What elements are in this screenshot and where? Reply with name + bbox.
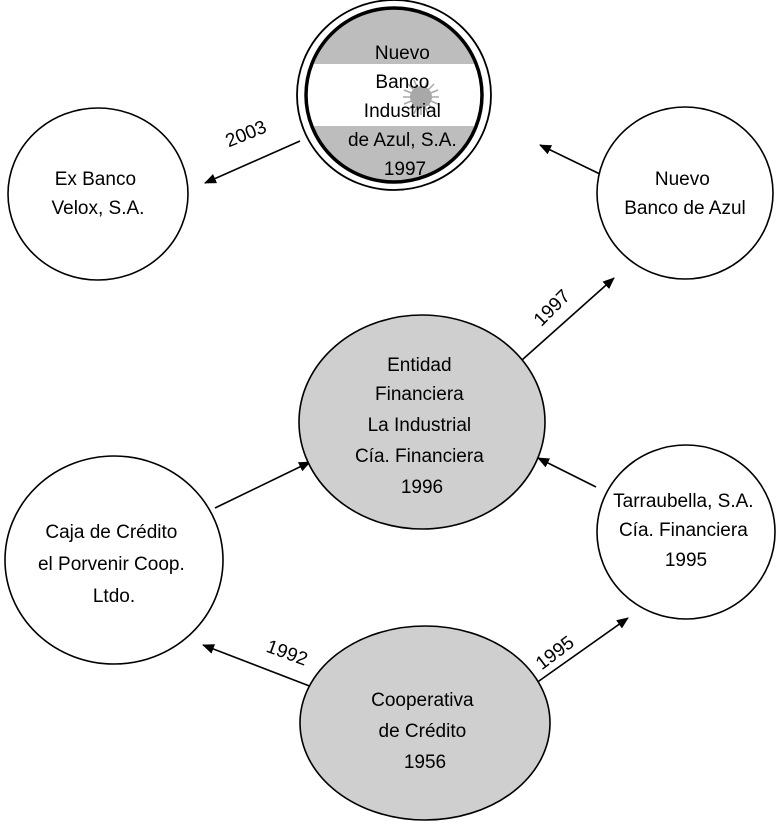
node-nuevo-banco-industrial: Nuevo Banco Industrial de Azul, S.A. 199… xyxy=(296,0,492,191)
edge-label-1992: 1992 xyxy=(263,636,310,670)
node-line: La Industrial xyxy=(368,415,472,436)
edge-tarraubella-to-entidad xyxy=(537,457,597,488)
node-line: 1997 xyxy=(384,159,426,180)
node-line: Ex Banco xyxy=(55,169,136,190)
node-line: Cooperativa xyxy=(371,690,474,711)
node-line: de Azul, S.A. xyxy=(348,130,457,151)
node-tarraubella: Tarraubella, S.A. Cía. Financiera 1995 xyxy=(596,444,776,620)
node-line: Banco de Azul xyxy=(624,198,745,219)
svg-text:Ex Banco Velox, S.A.: Ex Banco Velox, S.A. xyxy=(52,169,145,219)
node-cooperativa: Cooperativa de Crédito 1956 xyxy=(299,625,551,821)
svg-text:Cooperativa de Crédito: Cooperativa de Crédito 1956 xyxy=(371,690,479,773)
edge-entidad-to-banco-azul xyxy=(521,277,615,361)
node-line: Entidad xyxy=(387,355,451,376)
sun-icon xyxy=(403,79,439,115)
svg-text:Entidad Financiera: Entidad Financiera La Industrial Cía. Fi… xyxy=(355,355,489,498)
edge-cooperativa-to-caja xyxy=(202,644,326,693)
node-ex-banco-velox: Ex Banco Velox, S.A. xyxy=(7,107,189,281)
node-line: Tarraubella, S.A. xyxy=(613,491,753,512)
edge-label-1997: 1997 xyxy=(530,286,575,331)
node-line: Cía. Financiera xyxy=(355,446,484,467)
node-line: Cía. Financiera xyxy=(619,520,748,541)
edges xyxy=(202,140,629,694)
node-line: Ltdo. xyxy=(93,586,135,607)
node-line: 1995 xyxy=(665,550,707,571)
svg-text:Caja de Crédito el Porve: Caja de Crédito el Porvenir Coop. Ltdo. xyxy=(38,522,190,607)
node-line: Industrial xyxy=(364,101,441,122)
svg-text:Tarraubella, S.A. Cía. F: Tarraubella, S.A. Cía. Financiera 1995 xyxy=(613,491,759,571)
svg-text:Nuevo Banco de Azul: Nuevo Banco de Azul xyxy=(624,169,745,219)
edge-label-1995: 1995 xyxy=(532,632,578,674)
node-line: de Crédito xyxy=(379,721,467,742)
edge-cooperativa-to-tarraubella xyxy=(521,617,629,694)
node-caja-de-credito: Caja de Crédito el Porvenir Coop. Ltdo. xyxy=(4,455,224,665)
node-line: Nuevo xyxy=(655,169,710,190)
node-line: el Porvenir Coop. xyxy=(38,554,185,575)
edge-caja-to-entidad xyxy=(214,461,311,509)
node-line: Velox, S.A. xyxy=(52,198,145,219)
svg-text:Nuevo Banco Indust: Nuevo Banco Industrial de Azul, S.A. 199… xyxy=(348,43,462,180)
node-line: 1996 xyxy=(401,477,443,498)
node-line: Nuevo xyxy=(375,43,430,64)
node-line: Banco xyxy=(375,72,429,93)
node-entidad-financiera: Entidad Financiera La Industrial Cía. Fi… xyxy=(298,314,546,530)
edge-label-2003: 2003 xyxy=(223,117,270,152)
node-line: Financiera xyxy=(375,384,464,405)
node-nuevo-banco-de-azul: Nuevo Banco de Azul xyxy=(596,106,774,280)
node-line: 1956 xyxy=(404,752,446,773)
edge-banco-azul-to-industrial xyxy=(539,144,605,177)
edge-industrial-to-velox xyxy=(204,140,301,184)
node-line: Caja de Crédito xyxy=(45,522,177,543)
